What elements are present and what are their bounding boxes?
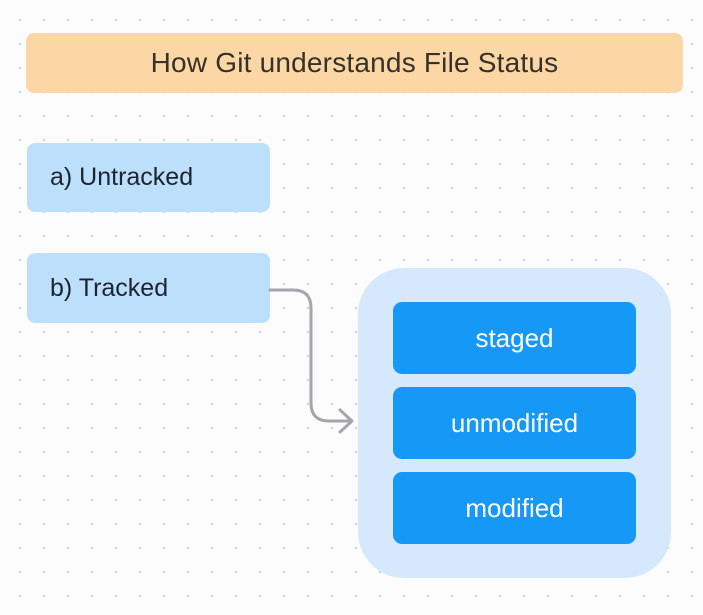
node-tracked: b) Tracked <box>27 253 270 323</box>
diagram-title: How Git understands File Status <box>26 33 683 93</box>
node-untracked-label: a) Untracked <box>50 163 194 191</box>
state-unmodified: unmodified <box>393 387 636 459</box>
node-tracked-label: b) Tracked <box>50 273 169 302</box>
state-modified: modified <box>393 472 636 544</box>
curved-arrow-icon <box>268 288 354 434</box>
node-untracked: a) Untracked <box>27 143 270 212</box>
tracked-states-group: staged unmodified modified <box>358 268 671 578</box>
state-staged: staged <box>393 302 636 374</box>
